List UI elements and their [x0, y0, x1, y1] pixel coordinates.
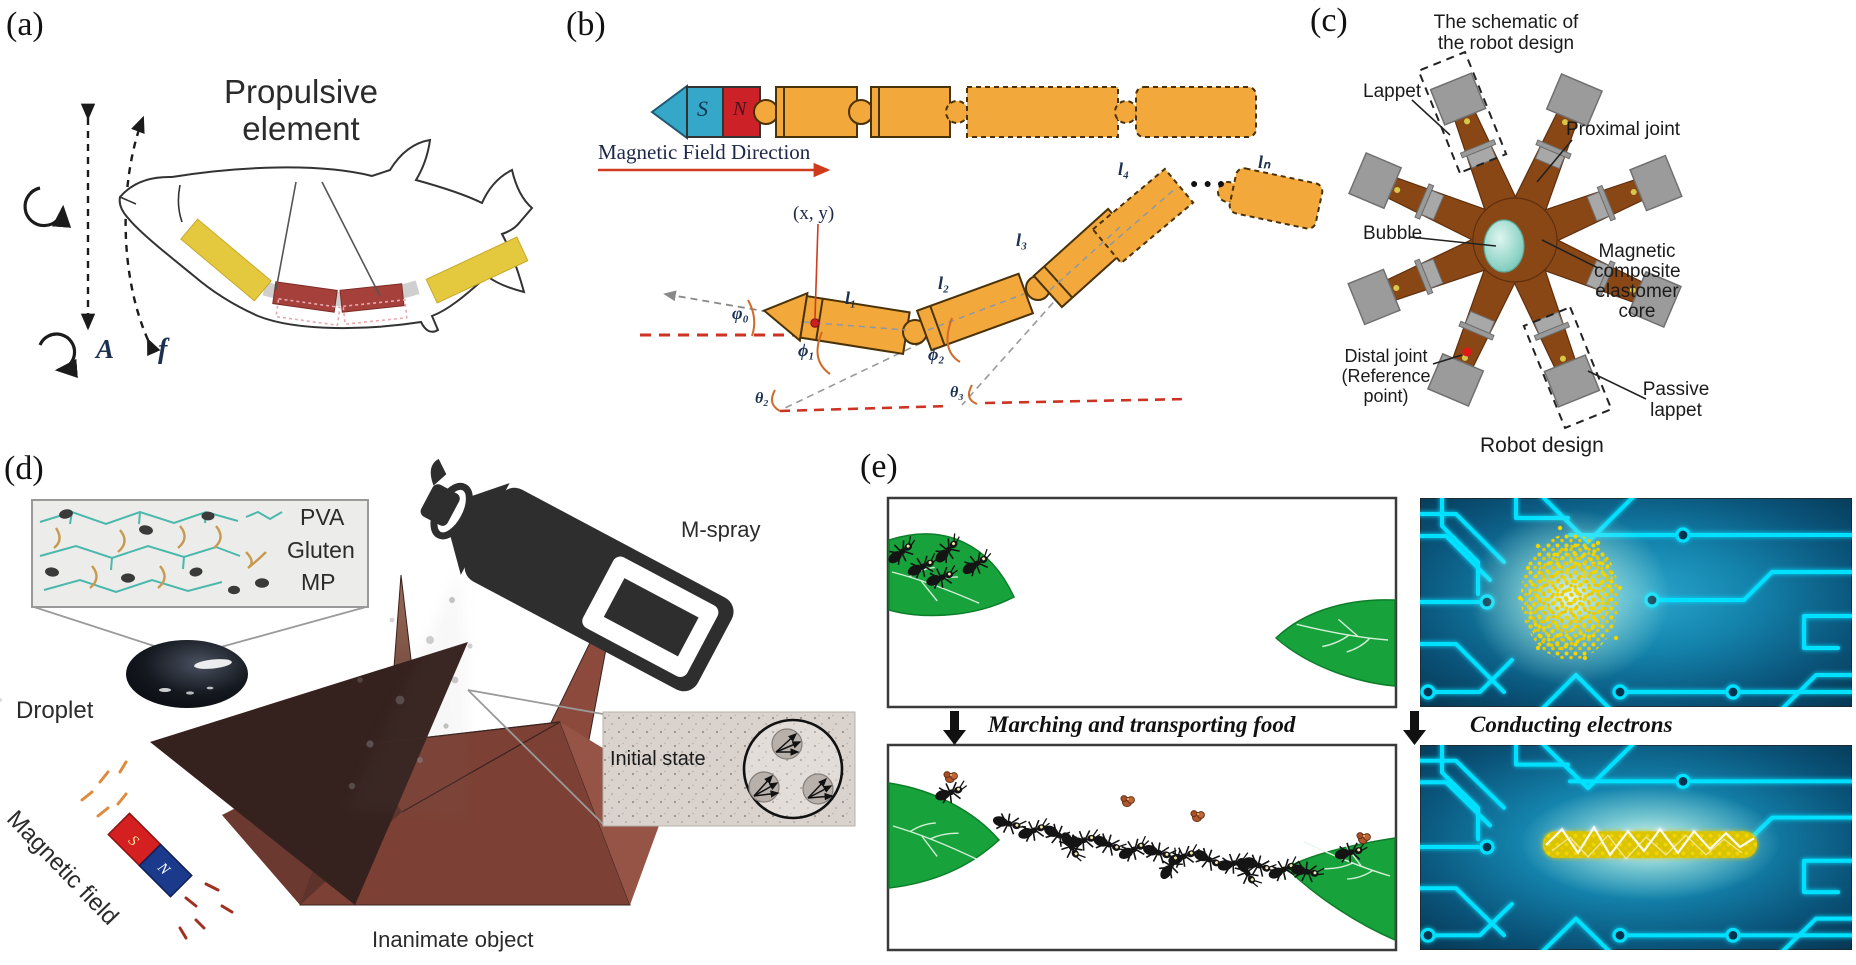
initial-state-inset: [602, 711, 856, 827]
circuit-conducting-box: [1416, 741, 1856, 954]
distal-line1: Distal joint: [1344, 346, 1428, 366]
spray-mist: [0, 566, 473, 818]
magnetized-chain-straight: [650, 84, 1257, 140]
conducting-caption: Conducting electrons: [1470, 712, 1673, 737]
legend-mp: MP: [301, 569, 336, 595]
panel-e-letter: (e): [860, 448, 898, 485]
seg4-label: l₄: [1118, 159, 1130, 179]
panel-d-mspray: [0, 458, 856, 940]
panel-b-letter: (b): [566, 6, 606, 43]
down-arrow-right: [1403, 711, 1426, 745]
theta3-label: θ₃: [950, 384, 964, 401]
panel-c-letter: (c): [1310, 2, 1348, 39]
panel-c-robot-design: [1336, 50, 1694, 430]
panel-c-title: The schematic of the robot design: [1428, 12, 1584, 55]
panel-c-title-line1: The schematic of: [1433, 12, 1579, 33]
core-line3: elastomer: [1595, 280, 1679, 302]
core-line2: composite: [1594, 260, 1681, 282]
droplet-graphic: [126, 640, 248, 708]
phi2-label: ϕ₂: [928, 344, 945, 364]
propulsive-bars: [180, 218, 529, 327]
initialstate-callout-lines: [467, 689, 604, 825]
articulated-chain-bent: [640, 167, 1324, 413]
frequency-arrow: [124, 115, 161, 357]
coord-label: (x, y): [793, 203, 835, 224]
circuit-dispersed-box: [1416, 494, 1856, 711]
passive-line2: lappet: [1650, 400, 1702, 422]
core-line1: Magnetic: [1598, 241, 1676, 262]
bubble-label: Bubble: [1363, 223, 1423, 244]
lappet-label: Lappet: [1363, 81, 1422, 102]
seg1-label: l₁: [845, 288, 857, 308]
composite-inset-box: [31, 499, 369, 608]
droplet-label: Droplet: [16, 697, 94, 724]
legend-gluten: Gluten: [287, 537, 355, 563]
amplitude-symbol: A: [96, 334, 115, 364]
ants-before-box: [882, 496, 1398, 709]
inanimate-object-label: Inanimate object: [372, 927, 534, 952]
m-spray-label: M-spray: [681, 517, 761, 542]
field-dashes-top: [80, 760, 128, 818]
panel-a-letter: (a): [6, 6, 44, 43]
segn-label: lₙ: [1258, 152, 1271, 172]
passive-lappet-label: Passive lappet: [1638, 379, 1714, 422]
seg2-label: l₂: [938, 273, 950, 293]
down-arrow-left: [943, 711, 966, 745]
panel-c-leader-lines: [1409, 99, 1647, 400]
field-dashes-bottom: [178, 882, 234, 940]
passive-lappet-dashed-box: [1522, 305, 1613, 430]
distal-joint-label: Distal joint (Reference point): [1324, 346, 1448, 406]
seg3-label: l₃: [1016, 230, 1028, 250]
bubble-sphere: [1483, 219, 1525, 273]
leaf-bottomright-top-box: [1274, 599, 1396, 687]
panel-c-title-line2: the robot design: [1437, 33, 1575, 55]
leaf-left-bottom-box: [888, 782, 1001, 889]
panel-a-fish-schematic: [23, 103, 534, 378]
elastomer-core-label: Magnetic composite elastomer core: [1594, 241, 1681, 322]
panel-e-applications: [882, 494, 1856, 954]
phi1-label: ϕ₁: [798, 340, 815, 360]
star-robot: [1336, 50, 1694, 430]
ants-bridge-box: [886, 743, 1398, 952]
proximal-joint-label: Proximal joint: [1566, 119, 1681, 140]
propulsive-leader-lines: [275, 181, 381, 297]
bar-magnet: [107, 812, 193, 898]
theta2-label: θ₂: [755, 390, 769, 407]
core-line4: core: [1618, 300, 1656, 322]
pole-n-label: N: [733, 98, 747, 120]
frequency-symbol: f: [158, 334, 168, 365]
panel-d-letter: (d): [4, 450, 44, 487]
distal-line2: (Reference point): [1341, 366, 1431, 407]
marching-caption: Marching and transporting food: [988, 712, 1296, 737]
propulsive-element-label: Propulsive element: [223, 73, 379, 147]
spray-can: [420, 458, 734, 692]
panel-b-segment-chain: [598, 84, 1324, 413]
phi0-label: φ₀: [732, 303, 749, 323]
chain-ellipsis: ●●●: [1190, 175, 1231, 191]
field-direction-label: Magnetic Field Direction: [598, 140, 811, 164]
legend-pva: PVA: [300, 504, 345, 530]
pole-s-label: S: [697, 96, 708, 121]
passive-line1: Passive: [1642, 379, 1710, 400]
reference-point-dot: [1462, 347, 1472, 357]
initial-state-label: Initial state: [610, 748, 706, 770]
lappet-dashed-box: [1417, 50, 1508, 175]
robot-design-caption: Robot design: [1480, 434, 1604, 457]
